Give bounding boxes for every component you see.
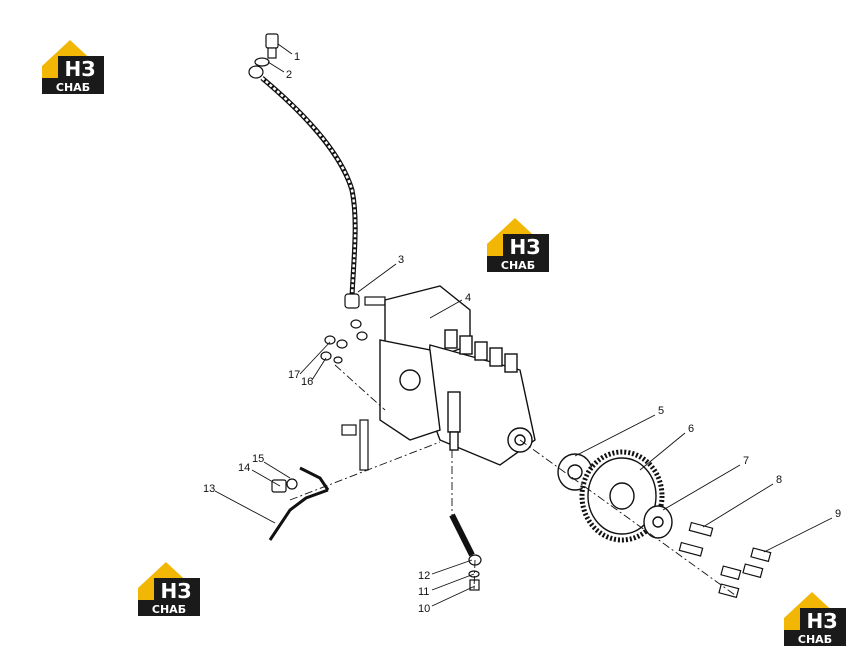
flange-bolt xyxy=(718,547,772,599)
brand-logo: НЗ СНАБ xyxy=(487,218,549,272)
callout-13: 13 xyxy=(203,483,215,495)
logo-subtitle: СНАБ xyxy=(501,259,535,272)
stud-bolt xyxy=(341,419,369,471)
callout-3: 3 xyxy=(398,254,404,266)
callout-5: 5 xyxy=(658,405,664,417)
callout-17: 17 xyxy=(288,369,300,381)
flange-plate xyxy=(643,505,673,539)
fuel-line xyxy=(260,76,358,297)
brand-logo: НЗ СНАБ xyxy=(784,592,846,646)
drive-gear xyxy=(579,449,665,543)
callout-16: 16 xyxy=(301,376,313,388)
banjo-bolt xyxy=(265,33,279,59)
logo-mark: НЗ xyxy=(161,579,192,603)
gear-bolt xyxy=(678,521,714,557)
callout-9: 9 xyxy=(835,508,841,520)
nut-set xyxy=(320,319,368,364)
callout-11: 11 xyxy=(418,586,429,598)
callout-12: 12 xyxy=(418,570,430,582)
callout-10: 10 xyxy=(418,603,430,615)
assembly-center-lines xyxy=(289,364,736,596)
callout-8: 8 xyxy=(776,474,782,486)
callout-labels: 1 2 3 4 5 6 7 8 9 10 11 12 13 14 15 16 1… xyxy=(203,51,841,615)
fuel-line-fitting xyxy=(344,293,386,309)
brand-logo: НЗ СНАБ xyxy=(42,40,104,94)
logo-mark: НЗ xyxy=(65,57,96,81)
logo-subtitle: СНАБ xyxy=(152,603,186,616)
injection-pump xyxy=(379,285,536,466)
oil-feed-pipe xyxy=(268,466,330,541)
logo-mark: НЗ xyxy=(807,609,838,633)
logo-subtitle: СНАБ xyxy=(56,81,90,94)
callout-2: 2 xyxy=(286,69,292,81)
banjo-fitting xyxy=(271,478,298,493)
callout-4: 4 xyxy=(465,292,471,304)
callout-15: 15 xyxy=(252,453,264,465)
callout-7: 7 xyxy=(743,455,749,467)
sealing-washer xyxy=(248,57,270,79)
coupling-hub xyxy=(557,453,593,491)
logo-mark: НЗ xyxy=(510,235,541,259)
callout-14: 14 xyxy=(238,462,250,474)
brand-logo: НЗ СНАБ xyxy=(138,562,200,616)
callout-6: 6 xyxy=(688,423,694,435)
drain-bolt-assembly xyxy=(449,513,482,591)
callout-leaders xyxy=(214,43,833,607)
logo-subtitle: СНАБ xyxy=(798,633,832,646)
callout-1: 1 xyxy=(294,51,300,63)
